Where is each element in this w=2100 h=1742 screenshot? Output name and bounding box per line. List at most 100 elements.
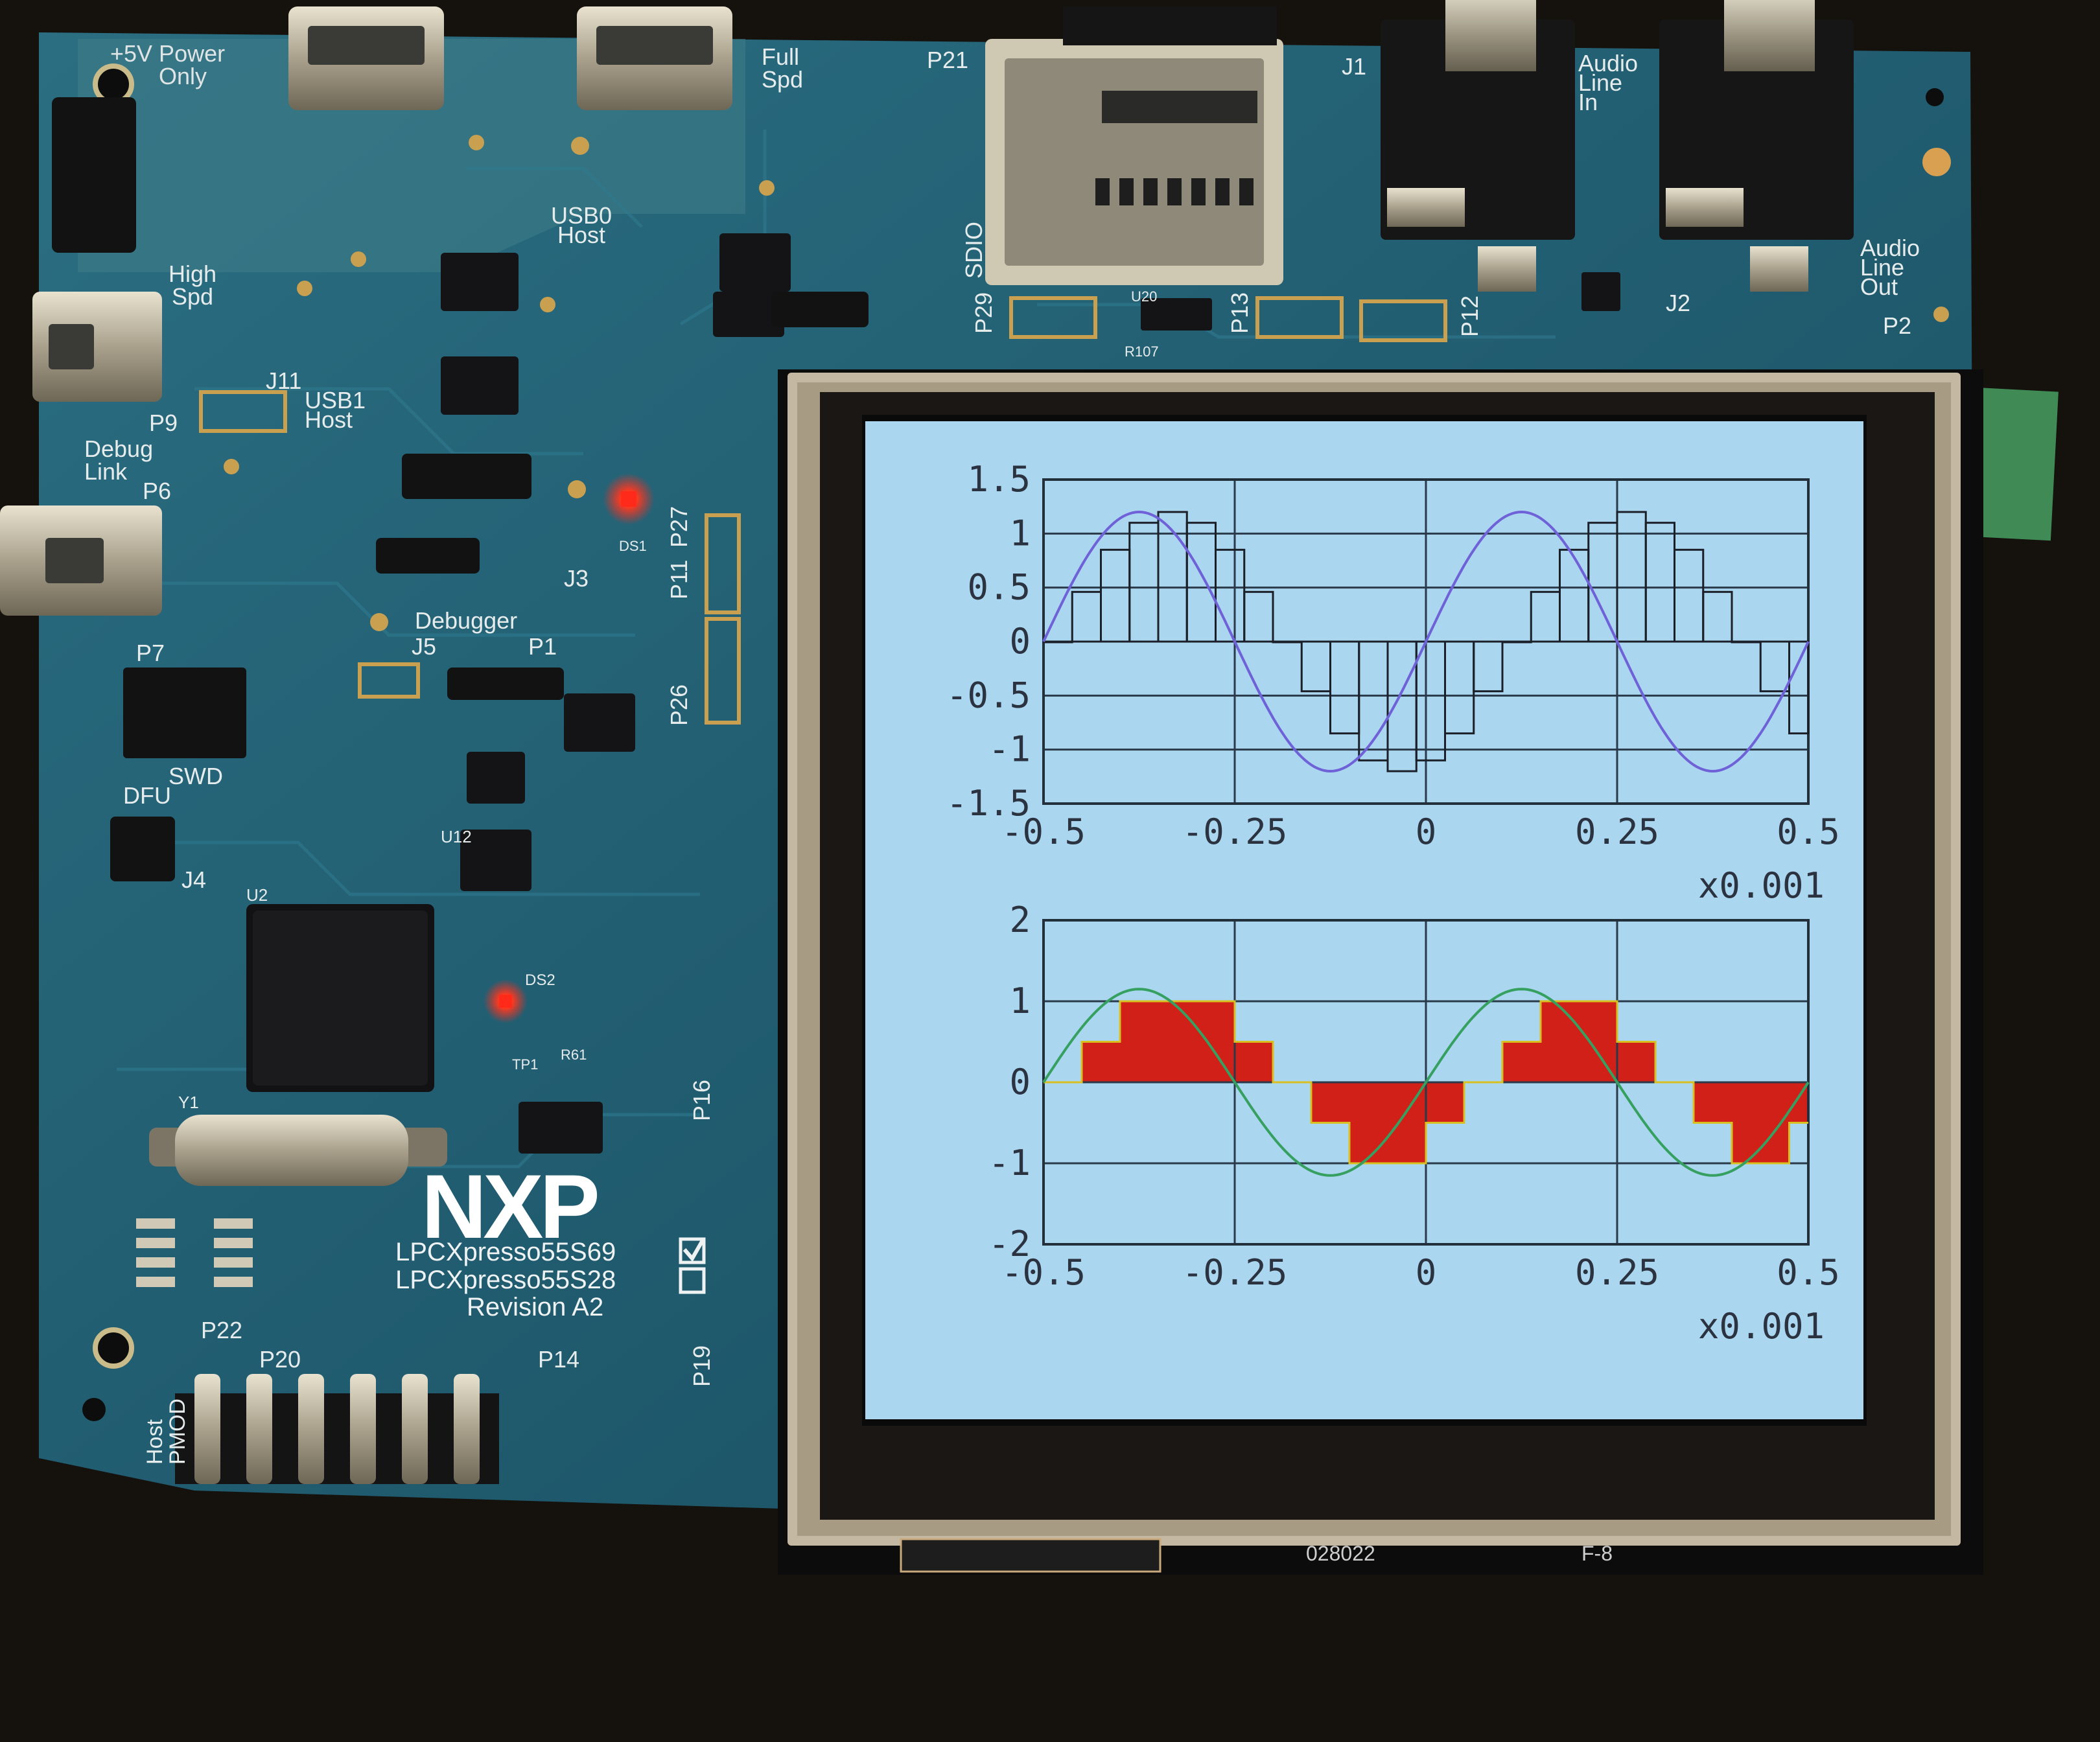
step-bar	[1473, 640, 1504, 693]
revision-label: Revision A2	[467, 1293, 603, 1321]
label-j5: J5	[412, 633, 436, 660]
y-tick-label: -1.5	[946, 783, 1031, 824]
label-link: Link	[84, 458, 128, 485]
label-tp1: TP1	[512, 1056, 538, 1073]
label-audio-in-2: Line	[1578, 69, 1622, 96]
label-p19: P19	[688, 1345, 715, 1387]
display-code: F-8	[1581, 1542, 1613, 1565]
label-r107: R107	[1125, 343, 1159, 360]
x-multiplier-label: x0.001	[1698, 1306, 1825, 1347]
label-debug: Debug	[84, 436, 153, 462]
usb-connector-power	[288, 6, 444, 110]
fill-bar	[1732, 1082, 1752, 1163]
x-tick-label: -0.5	[1001, 1252, 1086, 1293]
label-usb0: USB0	[551, 202, 612, 229]
pin-header-p7	[123, 668, 246, 758]
x-tick-label: -0.25	[1182, 811, 1288, 852]
x-tick-label: -0.25	[1182, 1252, 1288, 1293]
label-p1: P1	[528, 633, 557, 660]
x-tick-label: 0.5	[1777, 1252, 1840, 1293]
label-u20: U20	[1131, 288, 1157, 305]
model-label-2: LPCXpresso55S28	[395, 1266, 616, 1294]
label-high: High	[169, 261, 216, 287]
x-tick-label: 0	[1416, 811, 1437, 852]
label-host-pmod-1: Host	[143, 1419, 167, 1465]
fill-bar	[1254, 1041, 1274, 1082]
label-power: +5V Power	[110, 40, 225, 67]
fill-bar	[1426, 1082, 1446, 1123]
label-sdio: SDIO	[961, 222, 987, 279]
silkscreen-labels: +5V Power Only Full Spd P21 J1 Audio Lin…	[84, 40, 1920, 1465]
fill-bar	[1541, 1001, 1561, 1082]
label-audio-in-3: In	[1578, 89, 1598, 115]
led-ds1	[603, 473, 655, 525]
fill-bar	[1082, 1041, 1102, 1082]
label-audio-in-1: Audio	[1578, 50, 1638, 76]
fill-bar	[1445, 1082, 1465, 1123]
label-host-pmod-2: PMOD	[165, 1399, 190, 1465]
sd-card-socket	[985, 6, 1283, 285]
fill-bar	[1349, 1082, 1370, 1163]
fill-bar	[1751, 1082, 1771, 1163]
label-ds1: DS1	[619, 538, 647, 554]
label-j11: J11	[266, 367, 301, 394]
x-tick-label: 0.25	[1575, 1252, 1659, 1293]
pin-header-p20	[175, 1374, 499, 1484]
fill-bar	[1311, 1082, 1331, 1123]
sine-line	[1042, 988, 1810, 1177]
audio-jack-line-in	[1381, 0, 1575, 292]
display-serial-box	[900, 1538, 1161, 1573]
y-tick-label: 1	[1009, 513, 1031, 553]
fill-bar	[1502, 1041, 1522, 1082]
label-j2: J2	[1666, 290, 1690, 316]
label-y1: Y1	[178, 1093, 199, 1112]
label-p7: P7	[136, 640, 165, 666]
label-dfu: DFU	[123, 782, 171, 809]
y-tick-label: -1	[988, 729, 1031, 770]
y-tick-label: 0	[1009, 621, 1031, 662]
fill-bar	[1101, 1041, 1121, 1082]
x-tick-label: -0.5	[1001, 811, 1086, 852]
fill-bar	[1177, 1001, 1197, 1082]
label-p14: P14	[538, 1346, 579, 1373]
label-u12: U12	[441, 827, 472, 846]
label-only: Only	[159, 63, 207, 89]
y-tick-label: 0	[1009, 1062, 1031, 1102]
label-j1: J1	[1342, 53, 1366, 80]
crystal-y1	[149, 1115, 447, 1186]
step-bar	[1243, 590, 1274, 643]
label-spd: Spd	[762, 66, 803, 93]
y-tick-label: -0.5	[946, 675, 1031, 715]
label-p22: P22	[201, 1317, 242, 1343]
nxp-logo: NXP	[421, 1156, 597, 1257]
label-p12: P12	[1456, 296, 1483, 337]
label-p2: P2	[1883, 312, 1911, 339]
label-host2: Host	[305, 406, 353, 433]
fill-bar	[1559, 1001, 1580, 1082]
fill-bar	[1330, 1082, 1350, 1123]
nxp-branding: NXP LPCXpresso55S69 LPCXpresso55S28 Revi…	[395, 1156, 706, 1321]
label-audio-out-2: Line	[1860, 254, 1904, 281]
x-tick-label: 0	[1416, 1252, 1437, 1293]
model-checkbox-2	[679, 1267, 706, 1294]
y-tick-label: -1	[988, 1143, 1031, 1183]
label-j4: J4	[181, 866, 206, 893]
x-tick-label: 0.25	[1575, 811, 1659, 852]
display-serial: 028022	[1306, 1542, 1375, 1565]
label-p29: P29	[970, 292, 997, 334]
mounting-holes	[82, 64, 1951, 1421]
label-host: Host	[557, 222, 605, 248]
pin-header-p22	[136, 1218, 253, 1287]
step-bar	[1702, 590, 1733, 643]
fill-bar	[1617, 1041, 1637, 1082]
label-p27: P27	[666, 506, 692, 548]
x-multiplier-label: x0.001	[1698, 865, 1825, 906]
label-p26: P26	[666, 684, 692, 726]
label-r61: R61	[561, 1047, 587, 1063]
fill-bar	[1139, 1001, 1159, 1082]
label-p6: P6	[143, 478, 171, 504]
